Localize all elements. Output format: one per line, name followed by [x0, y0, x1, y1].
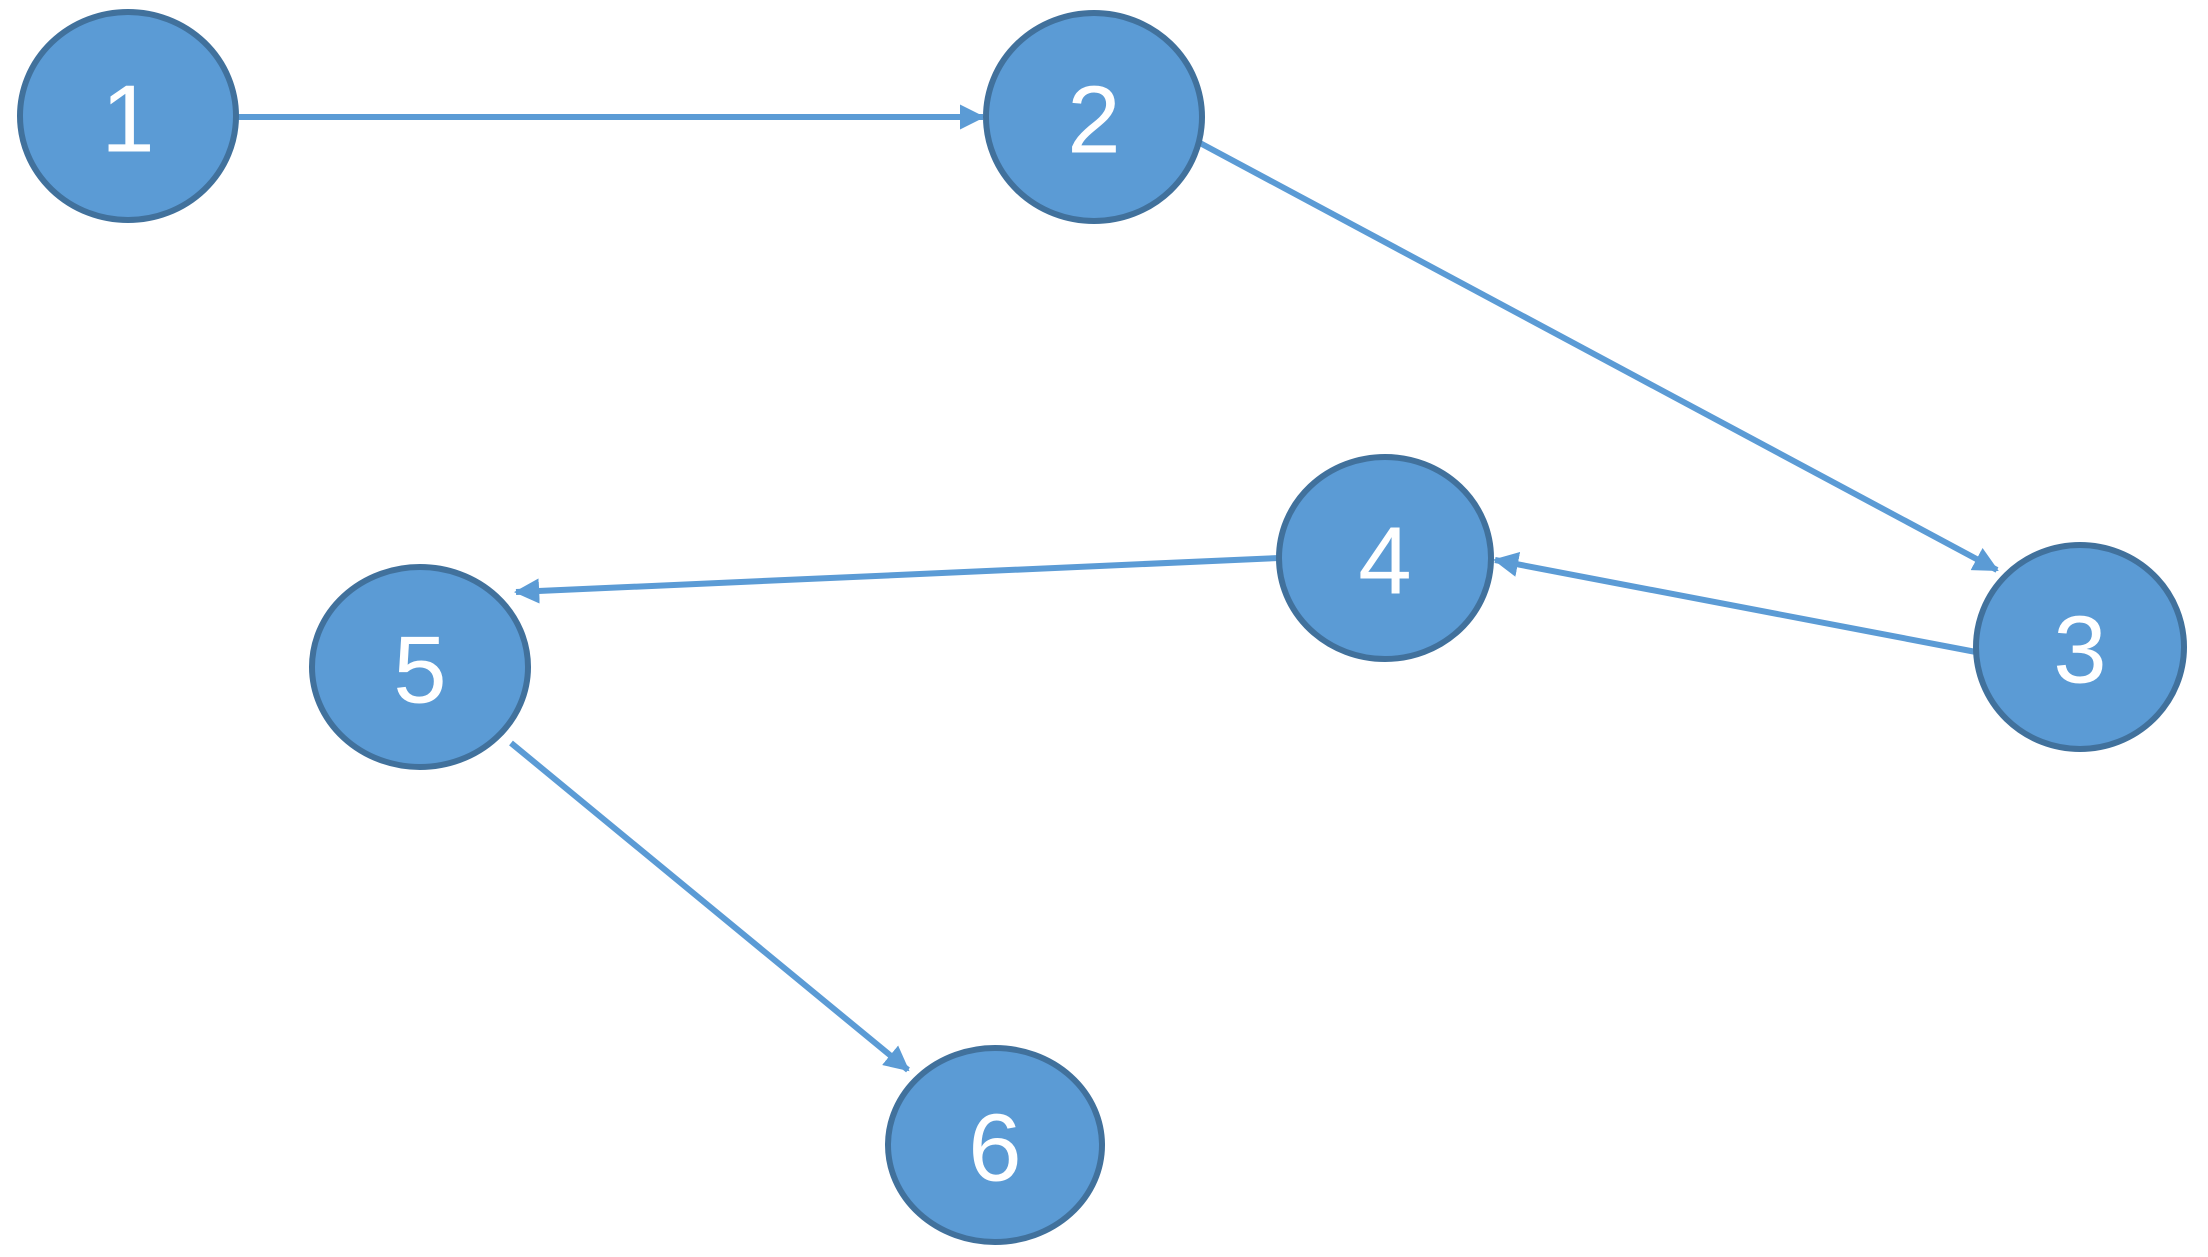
- graph-node-6[interactable]: 6: [885, 1045, 1105, 1245]
- node-shape: [885, 1045, 1105, 1245]
- node-label: 2: [1067, 67, 1120, 174]
- graph-edge-3-to-4[interactable]: [1493, 551, 1977, 655]
- node-shape: [309, 564, 531, 770]
- node-label: 4: [1358, 508, 1411, 615]
- graph-edge-4-to-5[interactable]: [513, 555, 1280, 604]
- graph-node-5[interactable]: 5: [309, 564, 531, 770]
- edge-line: [1198, 140, 1999, 573]
- graph-node-3[interactable]: 3: [1973, 542, 2187, 752]
- graph-node-1[interactable]: 1: [17, 9, 239, 223]
- edge-line: [509, 740, 910, 1073]
- node-shape: [983, 10, 1205, 224]
- edge-line: [513, 555, 1280, 604]
- node-shape: [1276, 454, 1494, 662]
- edges-layer: [236, 104, 1999, 1073]
- node-label: 6: [968, 1095, 1021, 1202]
- node-shape: [17, 9, 239, 223]
- graph-edge-5-to-6[interactable]: [509, 740, 910, 1073]
- edge-line: [1493, 551, 1977, 655]
- node-shape: [1973, 542, 2187, 752]
- graph-node-4[interactable]: 4: [1276, 454, 1494, 662]
- node-label: 5: [393, 617, 446, 724]
- graph-node-2[interactable]: 2: [983, 10, 1205, 224]
- nodes-layer: 1 2 3 4 5 6: [17, 9, 2187, 1245]
- node-label: 3: [2053, 597, 2106, 704]
- node-label: 1: [101, 66, 154, 173]
- graph-edge-2-to-3[interactable]: [1198, 140, 1999, 573]
